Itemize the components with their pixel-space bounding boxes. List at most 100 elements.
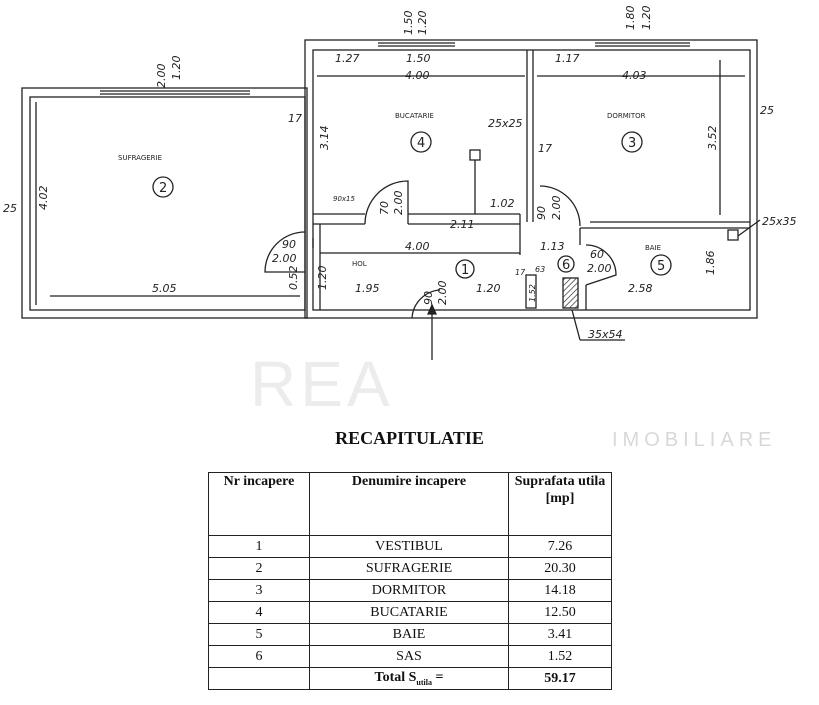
room-sufragerie: SUFRAGERIE: [118, 154, 162, 162]
cell-nr: 3: [208, 579, 310, 602]
cell-area: 20.30: [508, 557, 612, 580]
total-label-eq: =: [431, 670, 444, 686]
dim-label: 35x54: [588, 328, 623, 341]
room-number-6: 6: [562, 258, 570, 273]
cell-nr: 1: [208, 535, 310, 558]
header-name: Denumire incapere: [309, 472, 509, 536]
dim-label: 0.52: [287, 266, 300, 291]
dim-label: 60: [590, 248, 604, 261]
dim-label: 1.20: [476, 282, 501, 295]
dim-label: 2.00: [272, 252, 297, 265]
cell-name: VESTIBUL: [309, 535, 509, 558]
total-label-sub: utila: [416, 677, 432, 687]
dim-label: 4.03: [622, 69, 647, 82]
cell-area: 1.52: [508, 645, 612, 668]
dim-label: 1.95: [355, 282, 380, 295]
room-labels: SUFRAGERIE BUCATARIE DORMITOR HOL BAIE: [118, 112, 661, 268]
room-hol: HOL: [352, 260, 367, 268]
room-bucatarie: BUCATARIE: [395, 112, 434, 120]
dim-label: 1.20: [170, 56, 183, 81]
dim-label: 1.13: [540, 240, 565, 253]
watermark-subtitle: IMOBILIARE: [612, 429, 777, 451]
total-value: 59.17: [508, 667, 612, 690]
room-number-4: 4: [417, 136, 425, 151]
cell-area: 7.26: [508, 535, 612, 558]
room-baie: BAIE: [645, 244, 661, 252]
dim-label: 5.05: [152, 282, 177, 295]
dim-label: 90: [422, 291, 435, 305]
dim-label: 1.02: [490, 197, 515, 210]
cell-nr: 5: [208, 623, 310, 646]
cell-name: DORMITOR: [309, 579, 509, 602]
table-header-row: Nr incapere Denumire incapere Suprafata …: [208, 472, 612, 536]
cell-area: 3.41: [508, 623, 612, 646]
dim-label: 1.27: [335, 52, 360, 65]
cell-nr: 2: [208, 557, 310, 580]
dim-label: 90: [535, 206, 548, 220]
cell-nr: 4: [208, 601, 310, 624]
room-dormitor: DORMITOR: [607, 112, 646, 120]
room-number-5: 5: [657, 259, 665, 274]
cell-empty: [208, 667, 310, 690]
dim-label: 1.20: [640, 6, 653, 31]
dim-label: 2.11: [450, 218, 475, 231]
dim-label: 17: [515, 268, 526, 277]
dim-label: 1.17: [555, 52, 580, 65]
dim-label: 2.00: [587, 262, 612, 275]
dim-label: 1.50: [402, 11, 415, 36]
dim-label: 25: [3, 202, 17, 215]
cell-name: SUFRAGERIE: [309, 557, 509, 580]
dim-label: 4.00: [405, 69, 430, 82]
dim-label: 63: [535, 265, 545, 274]
header-area: Suprafata utila [mp]: [508, 472, 612, 536]
dim-label: 1.86: [704, 251, 717, 276]
dim-label: 1.52: [528, 284, 537, 302]
cell-name: BUCATARIE: [309, 601, 509, 624]
table-total-row: Total Sutila = 59.17: [208, 667, 612, 690]
dim-label: 3.52: [706, 126, 719, 151]
dim-label: 2.58: [628, 282, 653, 295]
dim-label: 2.00: [550, 196, 563, 221]
dim-label: 70: [378, 201, 391, 215]
dim-label: 1.20: [416, 11, 429, 36]
dimensions: 2.00 1.20 1.50 1.20 1.80 1.20 1.27 1.50 …: [3, 6, 797, 342]
dim-label: 17: [538, 142, 552, 155]
cell-name: SAS: [309, 645, 509, 668]
dim-label: 25: [760, 104, 774, 117]
watermark-logo: REA: [250, 348, 394, 420]
dim-label: 4.02: [37, 186, 50, 211]
room-number-1: 1: [461, 263, 469, 278]
walls: [21, 39, 761, 360]
cell-nr: 6: [208, 645, 310, 668]
cell-name: BAIE: [309, 623, 509, 646]
header-nr: Nr incapere: [208, 472, 310, 536]
dim-label: 90x15: [333, 195, 356, 203]
total-label: Total Sutila =: [309, 667, 509, 690]
total-label-text: Total S: [374, 670, 417, 686]
dim-label: 3.14: [318, 126, 331, 151]
floor-plan: SUFRAGERIE BUCATARIE DORMITOR HOL BAIE 1…: [3, 6, 797, 360]
dim-label: 2.00: [155, 64, 168, 89]
dim-label: 1.50: [406, 52, 431, 65]
room-number-3: 3: [628, 136, 636, 151]
dim-label: 25x25: [488, 117, 523, 130]
room-number-2: 2: [159, 181, 167, 196]
cell-area: 14.18: [508, 579, 612, 602]
recap-table: Nr incapere Denumire incapere Suprafata …: [208, 472, 612, 690]
dim-label: 25x35: [762, 215, 797, 228]
dim-label: 4.00: [405, 240, 430, 253]
dim-label: 1.20: [316, 266, 329, 291]
dim-label: 17: [288, 112, 302, 125]
cell-area: 12.50: [508, 601, 612, 624]
room-numbers: 1 2 3 4 5 6: [152, 131, 672, 279]
dim-label: 90: [282, 238, 296, 251]
dim-label: 1.80: [624, 6, 637, 31]
dim-label: 2.00: [392, 191, 405, 216]
recap-title: RECAPITULATIE: [335, 428, 484, 448]
